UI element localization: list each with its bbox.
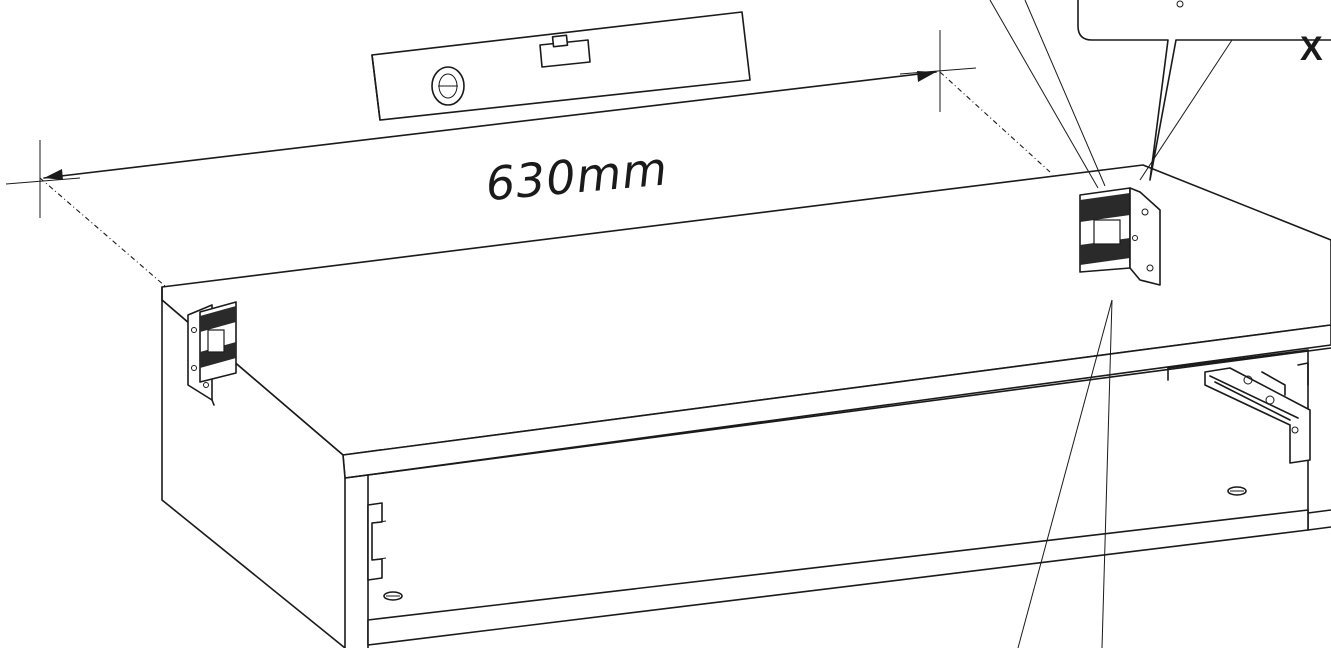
spirit-level-icon (371, 11, 751, 121)
bracket-icon (1079, 187, 1161, 286)
dimension-label: 630mm (484, 141, 670, 211)
bracket-icon (187, 301, 237, 406)
callout-label-x: X (1300, 30, 1323, 68)
drawer-slide-icon (367, 502, 387, 581)
drawer-slide-icon (1204, 362, 1311, 464)
leader-lines (989, 0, 1295, 648)
detail-callout (1077, 0, 1331, 181)
dimension-line (5, 30, 1051, 287)
